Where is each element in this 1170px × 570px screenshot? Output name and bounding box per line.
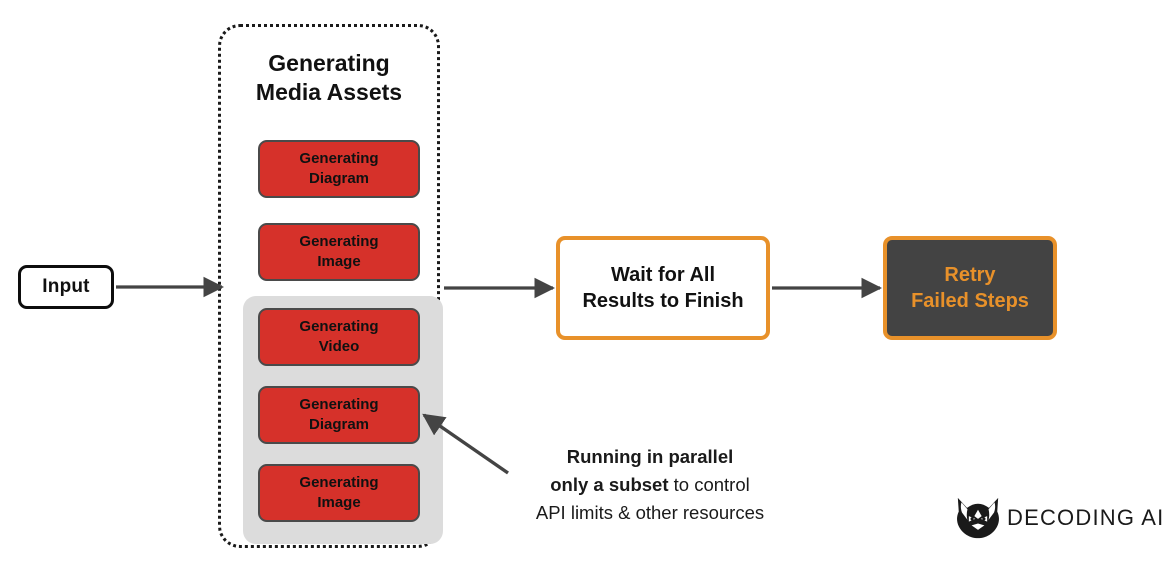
parallel-container-title-line2: Media Assets: [255, 79, 403, 106]
task-box-line1: Generating: [299, 474, 379, 492]
annotation-line-1: Running in parallel: [495, 443, 805, 471]
annotation-line2-bold: only a subset: [550, 474, 669, 496]
task-box-line2: Video: [318, 338, 360, 355]
task-box-generating-image-2[interactable]: Generating Image: [258, 464, 420, 522]
node-retry-line2: Failed Steps: [911, 290, 1029, 312]
task-box-line2: Image: [317, 253, 361, 270]
node-input[interactable]: Input: [18, 265, 114, 309]
parallel-container-title: Generating Media Assets: [221, 49, 437, 108]
node-wait-for-all-results[interactable]: Wait for All Results to Finish: [556, 236, 770, 340]
node-input-label: Input: [42, 276, 90, 297]
task-box-generating-image-1[interactable]: Generating Image: [258, 223, 420, 281]
node-retry-line1: Retry: [944, 263, 996, 286]
task-box-line2: Diagram: [308, 170, 370, 187]
node-retry-failed-steps[interactable]: Retry Failed Steps: [883, 236, 1057, 340]
annotation-line-2: only a subset to control: [495, 471, 805, 499]
annotation-line-3: API limits & other resources: [535, 502, 765, 524]
brand-logo-text: DECODING AI: [1007, 505, 1165, 530]
parallel-container: Generating Media Assets Generating Diagr…: [218, 24, 443, 548]
task-box-line2: Image: [317, 494, 361, 511]
annotation-line1-bold: Running in parallel: [566, 446, 734, 467]
task-box-line2: Diagram: [308, 416, 370, 433]
parallel-container-title-line1: Generating: [268, 50, 390, 76]
node-wait-line2: Results to Finish: [582, 290, 744, 312]
task-box-line1: Generating: [299, 318, 379, 336]
task-box-line1: Generating: [299, 233, 379, 251]
task-box-generating-diagram-1[interactable]: Generating Diagram: [258, 140, 420, 198]
task-box-line1: Generating: [299, 396, 379, 414]
task-box-generating-diagram-2[interactable]: Generating Diagram: [258, 386, 420, 444]
annotation-line2-rest: to control: [668, 474, 750, 496]
task-box-line1: Generating: [299, 150, 379, 168]
node-wait-line1: Wait for All: [610, 263, 716, 286]
fox-head-icon: [957, 497, 999, 539]
brand-logo: DECODING AI: [955, 496, 1164, 540]
task-box-generating-video[interactable]: Generating Video: [258, 308, 420, 366]
annotation-parallel-subset: Running in parallel only a subset to con…: [495, 443, 805, 527]
